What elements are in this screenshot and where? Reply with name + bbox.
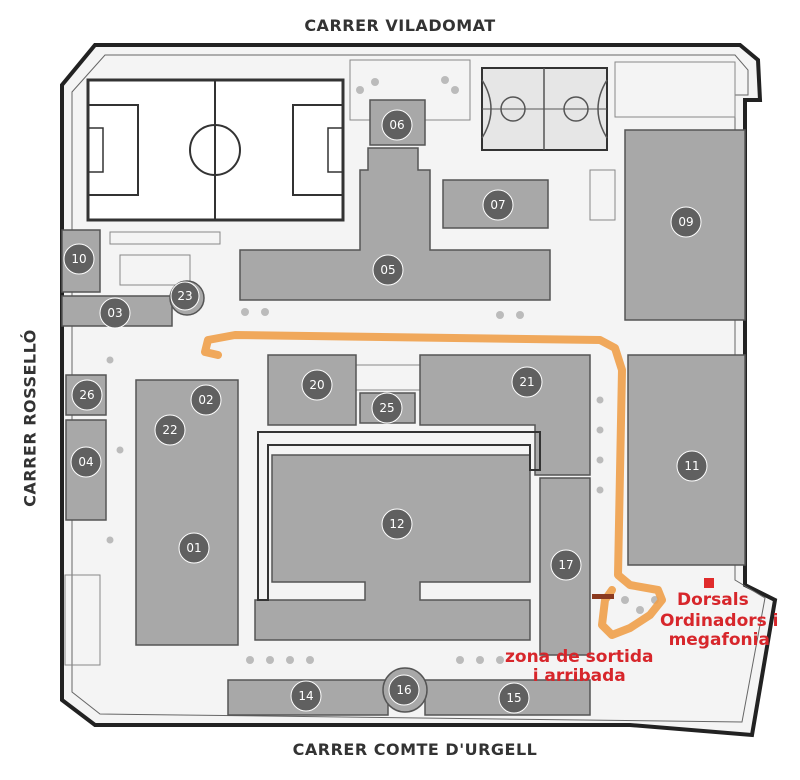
building-circle-17 xyxy=(550,549,582,581)
building-01-02-22-shape xyxy=(135,379,239,646)
annotation-ordinadors-line1: Ordinadors i xyxy=(660,611,779,631)
annotation-ordinadors: Ordinadors i megafonia xyxy=(660,612,779,650)
building-circle-10 xyxy=(63,243,95,275)
building-label-17: 17 xyxy=(558,558,573,572)
football-field xyxy=(86,78,345,222)
building-label-14: 14 xyxy=(298,689,313,703)
building-label-22: 22 xyxy=(162,423,177,437)
building-label-03: 03 xyxy=(107,306,122,320)
building-label-06: 06 xyxy=(389,118,404,132)
building-circle-12 xyxy=(381,508,413,540)
building-label-11: 11 xyxy=(684,459,699,473)
building-label-04: 04 xyxy=(78,455,93,469)
annotation-zona-line2: i arribada xyxy=(532,666,626,686)
street-label-north: CARRER VILADOMAT xyxy=(304,16,496,35)
dorsals-marker xyxy=(704,578,714,588)
building-circle-15 xyxy=(498,682,530,714)
building-circle-23 xyxy=(170,281,200,311)
building-05-shape xyxy=(239,147,551,301)
building-circle-02 xyxy=(190,384,222,416)
building-circle-20 xyxy=(301,369,333,401)
building-labels: 01 02 03 04 05 06 07 09 10 11 12 14 15 1… xyxy=(71,118,699,705)
building-circle-14 xyxy=(290,680,322,712)
building-circle-16 xyxy=(388,674,420,706)
building-21-shape xyxy=(419,354,591,476)
building-circle-26 xyxy=(71,379,103,411)
building-label-26: 26 xyxy=(79,388,94,402)
building-label-02: 02 xyxy=(198,393,213,407)
annotation-zona-line1: zona de sortida xyxy=(505,647,654,667)
building-label-16: 16 xyxy=(396,683,411,697)
building-label-07: 07 xyxy=(490,198,505,212)
building-circle-21 xyxy=(511,366,543,398)
building-label-12: 12 xyxy=(389,517,404,531)
building-circle-09 xyxy=(670,206,702,238)
start-finish-line xyxy=(592,594,614,599)
annotation-ordinadors-line2: megafonia xyxy=(668,630,770,650)
annotation-start-finish-zone: zona de sortida i arribada xyxy=(505,648,653,686)
building-label-20: 20 xyxy=(309,378,324,392)
race-route xyxy=(201,331,666,639)
building-label-10: 10 xyxy=(71,252,86,266)
building-circle-07 xyxy=(482,189,514,221)
building-label-23: 23 xyxy=(177,289,192,303)
building-label-09: 09 xyxy=(678,215,693,229)
building-circle-06 xyxy=(381,109,413,141)
building-label-01: 01 xyxy=(186,541,201,555)
building-circle-04 xyxy=(70,446,102,478)
building-11-shape xyxy=(627,354,746,566)
street-label-south: CARRER COMTE D'URGELL xyxy=(292,740,538,759)
tree-dots xyxy=(106,76,659,664)
building-circle-03 xyxy=(99,297,131,329)
building-label-05: 05 xyxy=(380,263,395,277)
building-circle-22 xyxy=(154,414,186,446)
annotation-dorsals: Dorsals xyxy=(677,590,749,610)
building-circle-25 xyxy=(371,392,403,424)
basketball-courts xyxy=(481,67,608,151)
building-12-shape xyxy=(254,454,531,641)
building-circle-05 xyxy=(372,254,404,286)
building-circle-11 xyxy=(676,450,708,482)
building-circle-01 xyxy=(178,532,210,564)
building-label-21: 21 xyxy=(519,375,534,389)
building-label-15: 15 xyxy=(506,691,521,705)
building-circles xyxy=(63,109,708,714)
building-label-25: 25 xyxy=(379,401,394,415)
